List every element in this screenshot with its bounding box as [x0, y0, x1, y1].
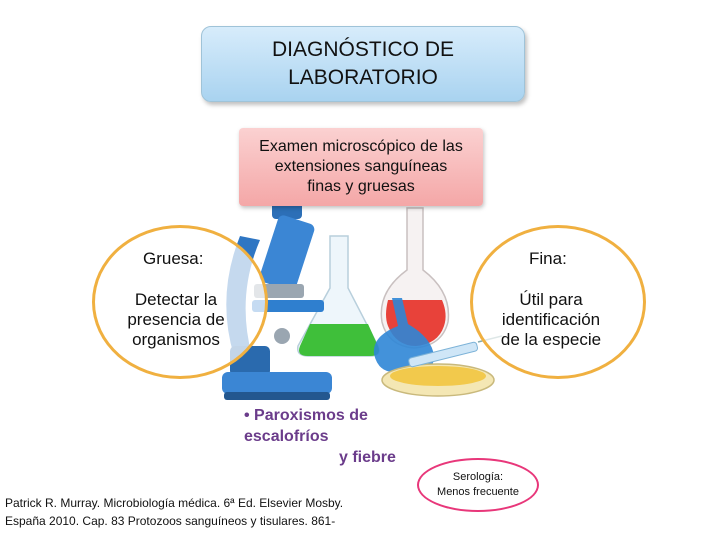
title-line-2: LABORATORIO [288, 66, 438, 89]
thin-smear-body: Útil para identificación de la especie [487, 290, 615, 350]
exam-line-2: extensiones sanguíneas [274, 158, 448, 175]
exam-line-1: Examen microscópico de las [259, 138, 463, 155]
thin-smear-line: de la especie [500, 330, 602, 349]
title-box: DIAGNÓSTICO DE LABORATORIO [201, 26, 525, 102]
serology-oval: Serología: Menos frecuente [417, 458, 539, 512]
flask-icon [296, 235, 380, 357]
citation-line-1: Patrick R. Murray. Microbiología médica.… [5, 496, 344, 510]
bullet-line-3: y fiebre [339, 449, 396, 466]
flask-icon [380, 207, 450, 349]
serology-line-2: Menos frecuente [437, 486, 519, 498]
bullet-line-1: • Paroxismos de [244, 407, 368, 424]
bullet-line-2: escalofríos [244, 428, 329, 445]
thick-smear-circle [92, 225, 268, 379]
serology-line-1: Serología: [452, 471, 504, 483]
flask-icon [373, 298, 434, 372]
exam-box: Examen microscópico de las extensiones s… [239, 128, 483, 206]
thin-smear-line: Útil para [519, 290, 583, 309]
thick-smear-line: Detectar la [134, 290, 218, 309]
thick-smear-line: presencia de [127, 310, 225, 329]
symptom-bullet: • Paroxismos de escalofríos y fiebre [244, 405, 414, 468]
thick-smear-body: Detectar la presencia de organismos [112, 290, 240, 350]
thick-smear-line: organismos [132, 330, 220, 349]
citation: Patrick R. Murray. Microbiología médica.… [5, 494, 415, 530]
thin-smear-circle [470, 225, 646, 379]
petri-dish-icon [381, 363, 495, 397]
title-line-1: DIAGNÓSTICO DE [271, 38, 455, 61]
thin-smear-line: identificación [501, 310, 601, 329]
thick-smear-heading: Gruesa: [143, 249, 204, 268]
citation-line-2: España 2010. Cap. 83 Protozoos sanguíneo… [5, 514, 336, 528]
exam-line-3: finas y gruesas [307, 178, 415, 195]
thin-smear-heading: Fina: [529, 249, 567, 268]
